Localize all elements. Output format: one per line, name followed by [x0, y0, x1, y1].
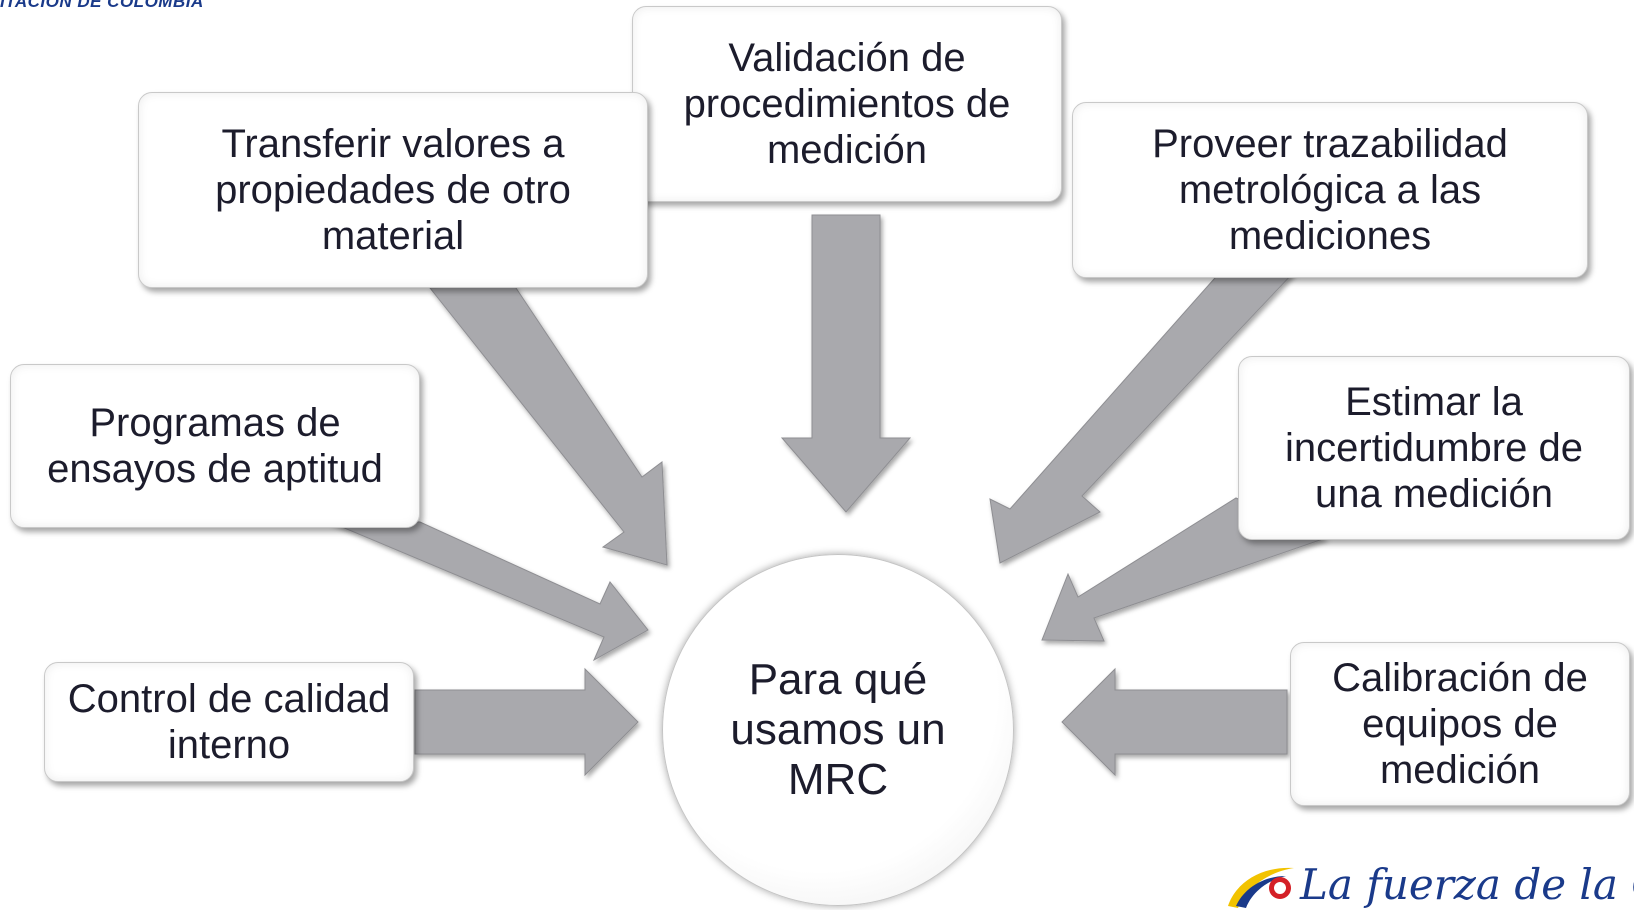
- label-calibracion: Calibración de equipos de medición: [1332, 656, 1588, 792]
- arrow-control: [414, 667, 639, 777]
- label-programas: Programas de ensayos de aptitud: [47, 401, 383, 491]
- label-validacion: Validación de procedimientos de medición: [683, 36, 1011, 172]
- box-programas: Programas de ensayos de aptitud: [10, 364, 420, 528]
- arrow-programas: [329, 521, 649, 662]
- box-control: Control de calidad interno: [44, 662, 414, 782]
- arrow-proveer: [989, 269, 1298, 564]
- box-calibracion: Calibración de equipos de medición: [1290, 642, 1630, 806]
- label-proveer: Proveer trazabilidad metrológica a las m…: [1152, 122, 1508, 258]
- center-circle: Para qué usamos un MRC: [662, 554, 1014, 906]
- brand-swoosh-icon: [1228, 867, 1294, 908]
- box-transferir: Transferir valores a propiedades de otro…: [138, 92, 648, 288]
- label-transferir: Transferir valores a propiedades de otro…: [215, 122, 571, 258]
- label-estimar: Estimar la incertidumbre de una medición: [1285, 380, 1583, 516]
- header-tag: ITACIÓN DE COLOMBIA: [0, 0, 204, 11]
- box-validacion: Validación de procedimientos de medición: [632, 6, 1062, 202]
- arrow-validacion: [780, 214, 912, 513]
- brand-text: La fuerza de la Co: [1300, 860, 1634, 909]
- center-label: Para qué usamos un MRC: [730, 655, 946, 804]
- box-proveer: Proveer trazabilidad metrológica a las m…: [1072, 102, 1588, 278]
- label-control: Control de calidad interno: [67, 677, 391, 767]
- box-estimar: Estimar la incertidumbre de una medición: [1238, 356, 1630, 540]
- arrow-transferir: [428, 284, 668, 566]
- brand-logo: La fuerza de la Co: [1222, 856, 1634, 910]
- arrow-calibracion: [1061, 667, 1288, 777]
